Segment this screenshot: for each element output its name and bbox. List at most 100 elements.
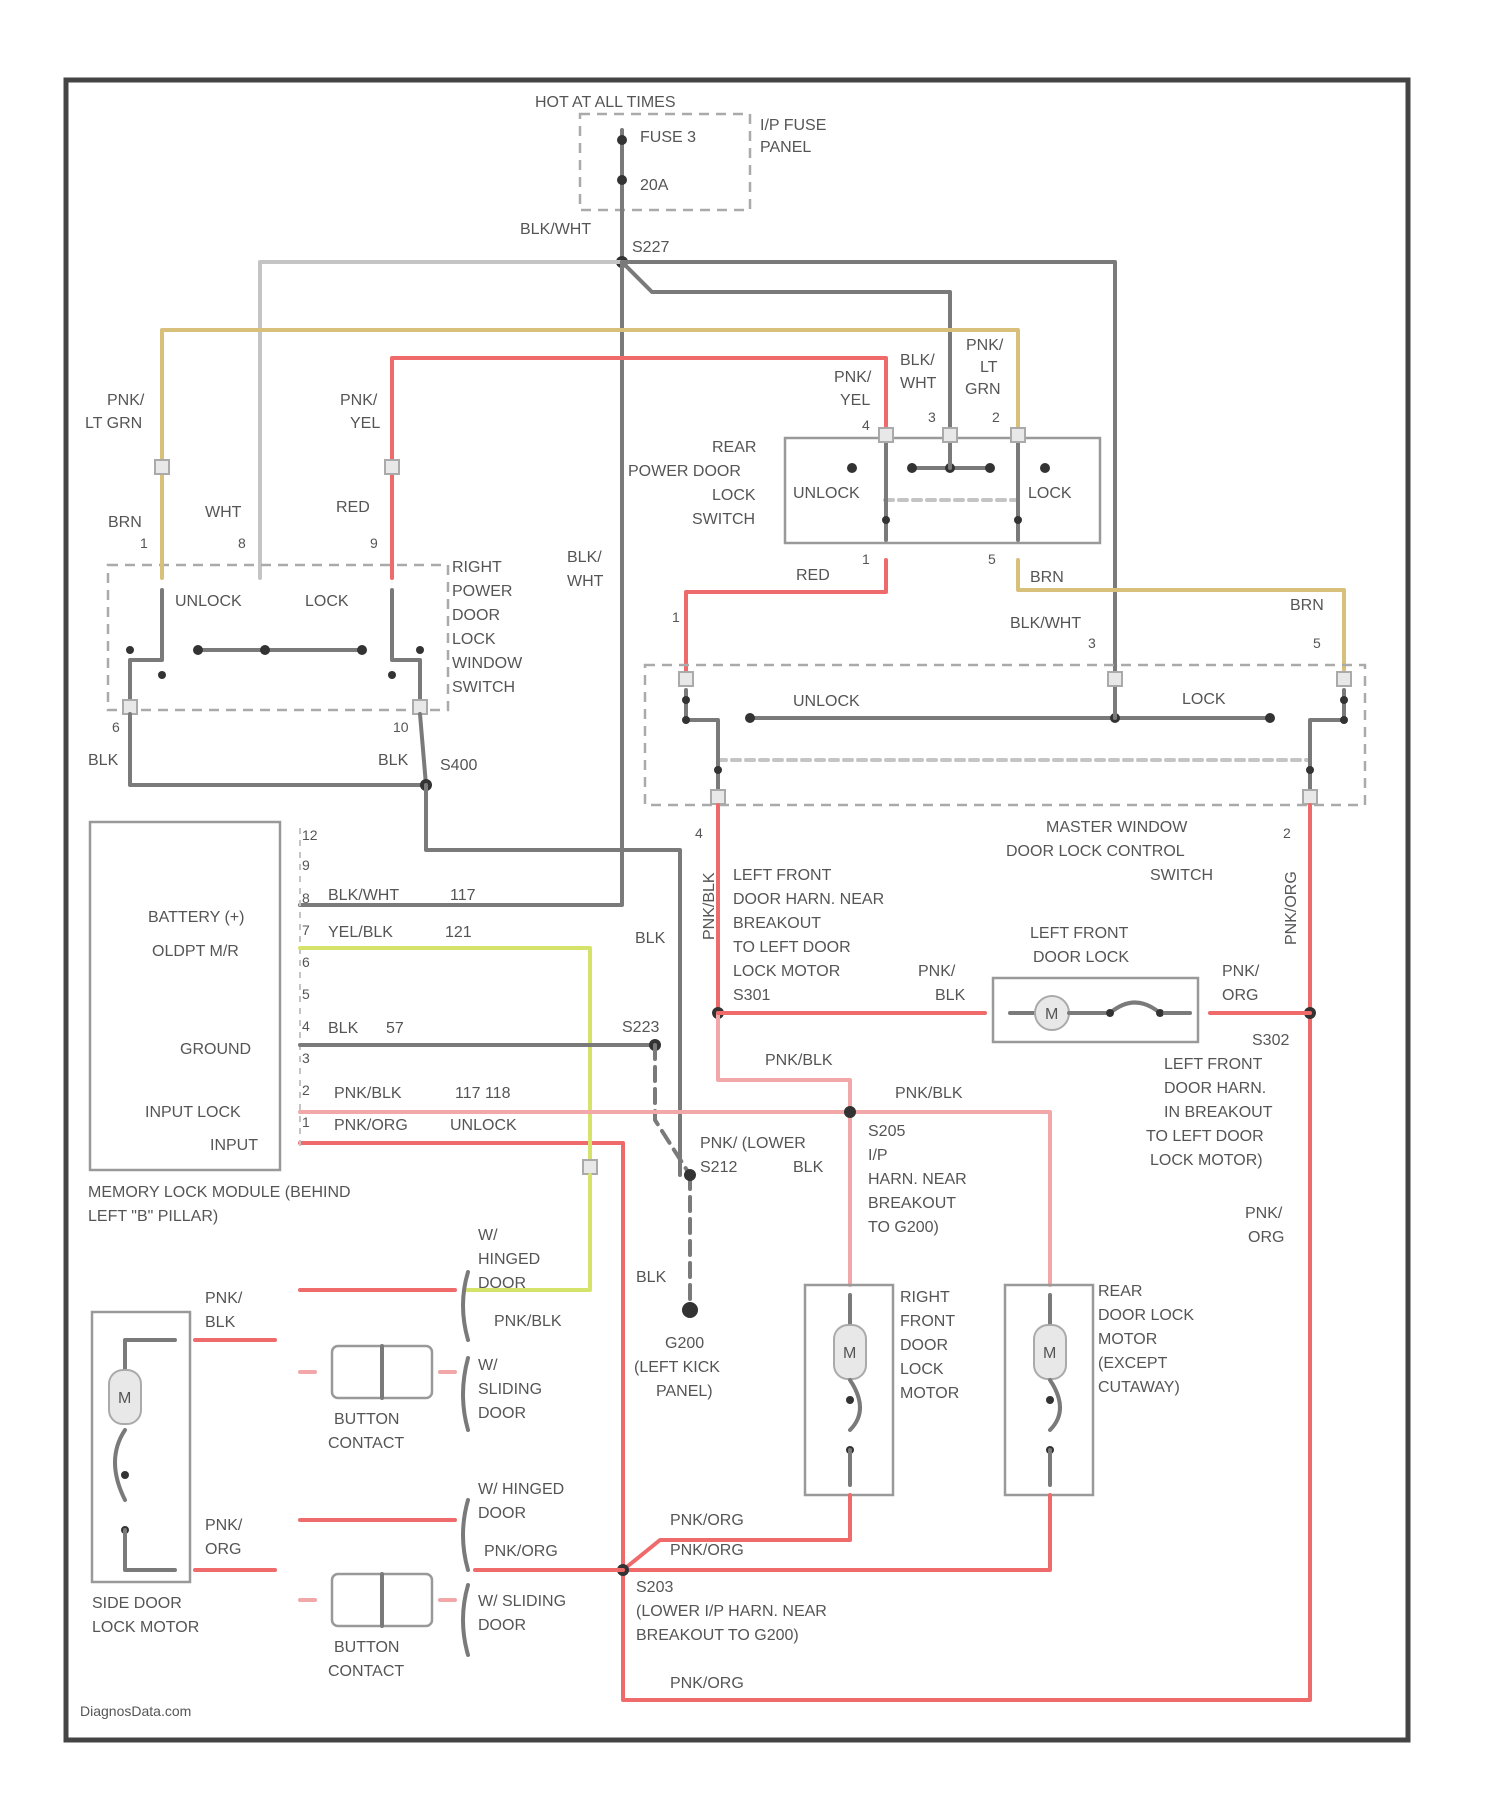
wire-circuit: 117 118 — [455, 1085, 511, 1102]
pin-label: 10 — [393, 719, 409, 735]
master-switch-title: SWITCH — [1150, 867, 1213, 884]
left-front-door-lock-motor — [993, 978, 1198, 1042]
pnk-ltgrn-label-3: GRN — [965, 381, 1001, 398]
pnk-blk-label: PNK/ — [205, 1290, 243, 1307]
s301-label: BREAKOUT — [733, 915, 821, 932]
rear-motor-title: DOOR LOCK — [1098, 1307, 1194, 1324]
s400-label: S400 — [440, 757, 477, 774]
module-oldpt-label: OLDPT M/R — [152, 943, 239, 960]
motor-symbol: M — [843, 1345, 856, 1362]
wht-label: WHT — [205, 504, 242, 521]
wire-label: PNK/ORG — [670, 1675, 744, 1692]
blk-label: BLK — [88, 752, 119, 769]
pin-label: 5 — [988, 551, 996, 567]
sliding-door-label: DOOR — [478, 1617, 526, 1634]
right-switch-title: RIGHT — [452, 559, 502, 576]
button-contact-label: CONTACT — [328, 1663, 404, 1680]
pin-label: 9 — [302, 857, 310, 873]
sliding-door-label: W/ — [478, 1357, 498, 1374]
rear-switch-unlock-label: UNLOCK — [793, 485, 860, 502]
s302-label: LEFT FRONT — [1164, 1056, 1263, 1073]
s301-label: LOCK MOTOR — [733, 963, 840, 980]
hinged-door-label: DOOR — [478, 1505, 526, 1522]
blk-wht-label: BLK/ — [567, 549, 602, 566]
g200-label: (LEFT KICK — [634, 1359, 720, 1376]
sliding-door-label: W/ SLIDING — [478, 1593, 566, 1610]
side-door-lock-motor — [92, 1312, 190, 1582]
s301-label: S301 — [733, 987, 770, 1004]
blk-wht-label-2: WHT — [900, 375, 937, 392]
pin-label: 3 — [928, 409, 936, 425]
s302-label: LOCK MOTOR) — [1150, 1152, 1263, 1169]
pin-label: 5 — [1313, 635, 1321, 651]
fuse-amp-label: 20A — [640, 177, 669, 194]
s205-label: HARN. NEAR — [868, 1171, 967, 1188]
rf-motor-title: MOTOR — [900, 1385, 959, 1402]
g200-label: G200 — [665, 1335, 704, 1352]
pnk-blk-label-2: BLK — [205, 1314, 236, 1331]
pnk-org-label-2: ORG — [1248, 1229, 1284, 1246]
wire-circuit: 121 — [445, 924, 472, 941]
rear-switch-title: LOCK — [712, 487, 756, 504]
s302-label: IN BREAKOUT — [1164, 1104, 1273, 1121]
switch-lock-label: LOCK — [305, 593, 349, 610]
s203-label: (LOWER I/P HARN. NEAR — [636, 1603, 827, 1620]
ground-g200 — [682, 1302, 698, 1318]
blk-label: BLK — [635, 930, 666, 947]
pnk-yel-label-2: YEL — [350, 415, 380, 432]
pin-label: 4 — [302, 1018, 310, 1034]
pin-label: 12 — [302, 827, 318, 843]
pin-label: 4 — [695, 825, 703, 841]
fuse-panel-label-2: PANEL — [760, 139, 811, 156]
pnk-ltgrn-label: PNK/ — [966, 337, 1004, 354]
module-battery-label: BATTERY (+) — [148, 909, 244, 926]
pnk-org-label-2: ORG — [205, 1541, 241, 1558]
s203-label: S203 — [636, 1579, 673, 1596]
hot-at-all-times-label: HOT AT ALL TIMES — [535, 94, 676, 111]
sliding-door-label: DOOR — [478, 1405, 526, 1422]
module-title: MEMORY LOCK MODULE (BEHIND — [88, 1184, 351, 1201]
s205-label: I/P — [868, 1147, 888, 1164]
blk-label: BLK — [636, 1269, 667, 1286]
pin-label: 5 — [302, 986, 310, 1002]
wire-label: UNLOCK — [450, 1117, 517, 1134]
module-title: LEFT "B" PILLAR) — [88, 1208, 218, 1225]
wire-label: PNK/BLK — [895, 1085, 963, 1102]
rear-switch-title: REAR — [712, 439, 756, 456]
rf-motor-title: DOOR — [900, 1337, 948, 1354]
pnk-blk-vertical-label: PNK/BLK — [701, 872, 718, 940]
master-lock-label: LOCK — [1182, 691, 1226, 708]
s203-label: BREAKOUT TO G200) — [636, 1627, 799, 1644]
pnk-yel-label-2: YEL — [840, 392, 870, 409]
hinged-door-label: DOOR — [478, 1275, 526, 1292]
pnk-yel-label: PNK/ — [834, 369, 872, 386]
module-ground-label: GROUND — [180, 1041, 251, 1058]
blk-wht-top-label: BLK/WHT — [520, 221, 591, 238]
lf-door-lock-title: DOOR LOCK — [1033, 949, 1129, 966]
pnk-ltgrn-label-2: LT — [980, 359, 998, 376]
master-unlock-label: UNLOCK — [793, 693, 860, 710]
wire-label: PNK/BLK — [494, 1313, 562, 1330]
rear-switch-title: SWITCH — [692, 511, 755, 528]
brn-label: BRN — [108, 514, 142, 531]
rear-motor-title: CUTAWAY) — [1098, 1379, 1180, 1396]
right-switch-title: WINDOW — [452, 655, 523, 672]
s212-label: S212 — [700, 1159, 737, 1176]
blk-wht-label: BLK/ — [900, 352, 935, 369]
pnk-org-vertical-label: PNK/ORG — [1283, 871, 1300, 945]
button-contact-label: BUTTON — [334, 1411, 399, 1428]
pin-label: 1 — [140, 535, 148, 551]
wire-label: PNK/ORG — [334, 1117, 408, 1134]
blk-wht-label-2: WHT — [567, 573, 604, 590]
wire-circuit: 117 — [450, 887, 476, 904]
pin-label: 2 — [302, 1082, 310, 1098]
red-label: RED — [796, 567, 830, 584]
pnk-org-label: PNK/ — [205, 1517, 243, 1534]
s205-label: S205 — [868, 1123, 905, 1140]
rear-motor-title: MOTOR — [1098, 1331, 1157, 1348]
pin-label: 2 — [992, 409, 1000, 425]
pin-label: 3 — [1088, 635, 1096, 651]
pin-label: 2 — [1283, 825, 1291, 841]
wire-label: PNK/BLK — [334, 1085, 402, 1102]
switch-unlock-label: UNLOCK — [175, 593, 242, 610]
